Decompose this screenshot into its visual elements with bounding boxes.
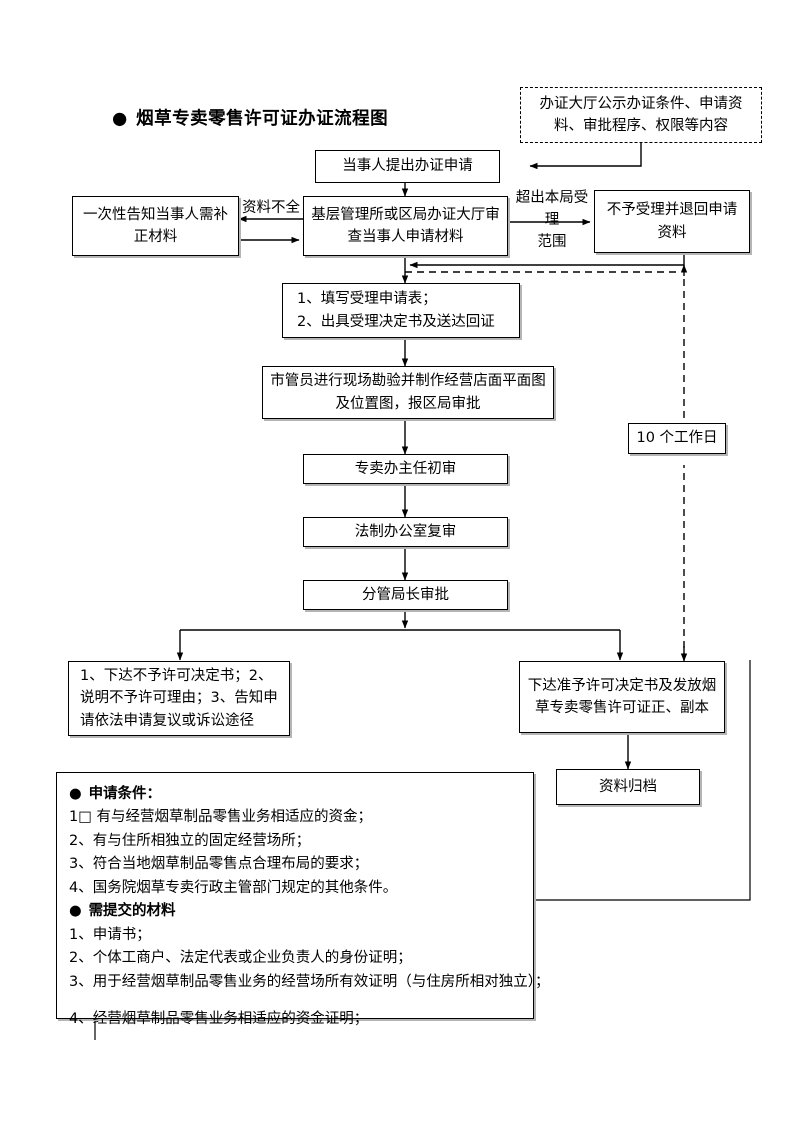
node-review-label: 基层管理所或区局办证大厅审查当事人申请材料 <box>311 206 500 245</box>
material-item: 1、申请书； <box>69 926 151 943</box>
edge-label-out-of-scope: 超出本局受理 范围 <box>512 188 592 253</box>
node-archive[interactable]: 资料归档 <box>556 769 700 805</box>
node-accept-steps[interactable]: 1、填写受理申请表； 2、出具受理决定书及送达回证 <box>282 283 520 338</box>
material-item: 4、经营烟草制品零售业务相适应的资金证明； <box>69 1011 369 1028</box>
title-bullet: ● <box>112 109 128 129</box>
node-first-review[interactable]: 专卖办主任初审 <box>303 454 508 484</box>
material-item: 2、个体工商户、法定代表或企业负责人的身份证明； <box>69 950 412 967</box>
node-accept-step-2: 2、出具受理决定书及送达回证 <box>297 313 495 330</box>
node-deny-label: 1、下达不予许可决定书；2、说明不予许可理由；3、告知申请依法申请复议或诉讼途径 <box>80 667 278 729</box>
title-text: 烟草专卖零售许可证办证流程图 <box>136 109 389 129</box>
edge-label-out-of-scope-line1: 超出本局受理 <box>515 190 589 228</box>
node-notify-fix[interactable]: 一次性告知当事人需补正材料 <box>72 196 239 256</box>
node-public-notice[interactable]: 办证大厅公示办证条件、申请资料、审批程序、权限等内容 <box>520 87 762 143</box>
condition-item: 4、国务院烟草专卖行政主管部门规定的其他条件。 <box>69 879 398 896</box>
node-review[interactable]: 基层管理所或区局办证大厅审查当事人申请材料 <box>303 196 508 256</box>
node-legal-review[interactable]: 法制办公室复审 <box>303 517 508 547</box>
edge-label-out-of-scope-line2: 范围 <box>537 233 567 250</box>
node-first-review-label: 专卖办主任初审 <box>354 460 457 477</box>
node-working-days-label: 10 个工作日 <box>636 430 718 447</box>
materials-heading-text: 需提交的材料 <box>88 903 176 920</box>
node-site-survey-label: 市管员进行现场勘验并制作经营店面平面图及位置图，报区局审批 <box>270 373 546 412</box>
node-working-days[interactable]: 10 个工作日 <box>628 423 726 454</box>
condition-item: 2、有与住所相独立的固定经营场所； <box>69 832 311 849</box>
edge-label-incomplete: 资料不全 <box>239 198 303 220</box>
edge-label-incomplete-text: 资料不全 <box>242 200 300 216</box>
node-reject-return[interactable]: 不予受理并退回申请资料 <box>594 190 750 253</box>
node-grant[interactable]: 下达准予许可决定书及发放烟草专卖零售许可证正、副本 <box>519 661 725 733</box>
node-director-approve[interactable]: 分管局长审批 <box>303 580 508 610</box>
node-grant-label: 下达准予许可决定书及发放烟草专卖零售许可证正、副本 <box>527 677 717 716</box>
condition-item: 3、符合当地烟草制品零售点合理布局的要求； <box>69 856 369 873</box>
node-reject-return-label: 不予受理并退回申请资料 <box>606 202 738 241</box>
node-public-notice-label: 办证大厅公示办证条件、申请资料、审批程序、权限等内容 <box>539 95 743 134</box>
node-legal-review-label: 法制办公室复审 <box>354 523 457 540</box>
node-notify-fix-label: 一次性告知当事人需补正材料 <box>83 206 228 245</box>
node-apply[interactable]: 当事人提出办证申请 <box>315 150 500 183</box>
node-director-approve-label: 分管局长审批 <box>362 586 449 603</box>
material-item: 3、用于经营烟草制品零售业务的经营场所有效证明（与住房所相对独立）； <box>69 973 550 990</box>
materials-heading: ● 需提交的材料 <box>69 900 521 923</box>
conditions-heading: ● 申请条件： <box>69 783 521 806</box>
node-apply-label: 当事人提出办证申请 <box>342 158 473 175</box>
node-archive-label: 资料归档 <box>599 778 657 795</box>
condition-item: 1□ 有与经营烟草制品零售业务相适应的资金； <box>69 809 373 826</box>
node-site-survey[interactable]: 市管员进行现场勘验并制作经营店面平面图及位置图，报区局审批 <box>262 366 554 419</box>
conditions-bullet: ● <box>69 786 82 802</box>
info-panel: ● 申请条件： 1□ 有与经营烟草制品零售业务相适应的资金； 2、有与住所相独立… <box>56 772 550 1027</box>
panel-spacer <box>69 994 521 1008</box>
node-accept-step-1: 1、填写受理申请表； <box>297 291 437 308</box>
materials-bullet: ● <box>69 903 82 920</box>
page-title: ● 烟草专卖零售许可证办证流程图 <box>112 105 388 130</box>
conditions-heading-text: 申请条件： <box>88 786 162 802</box>
node-deny[interactable]: 1、下达不予许可决定书；2、说明不予许可理由；3、告知申请依法申请复议或诉讼途径 <box>68 661 290 736</box>
